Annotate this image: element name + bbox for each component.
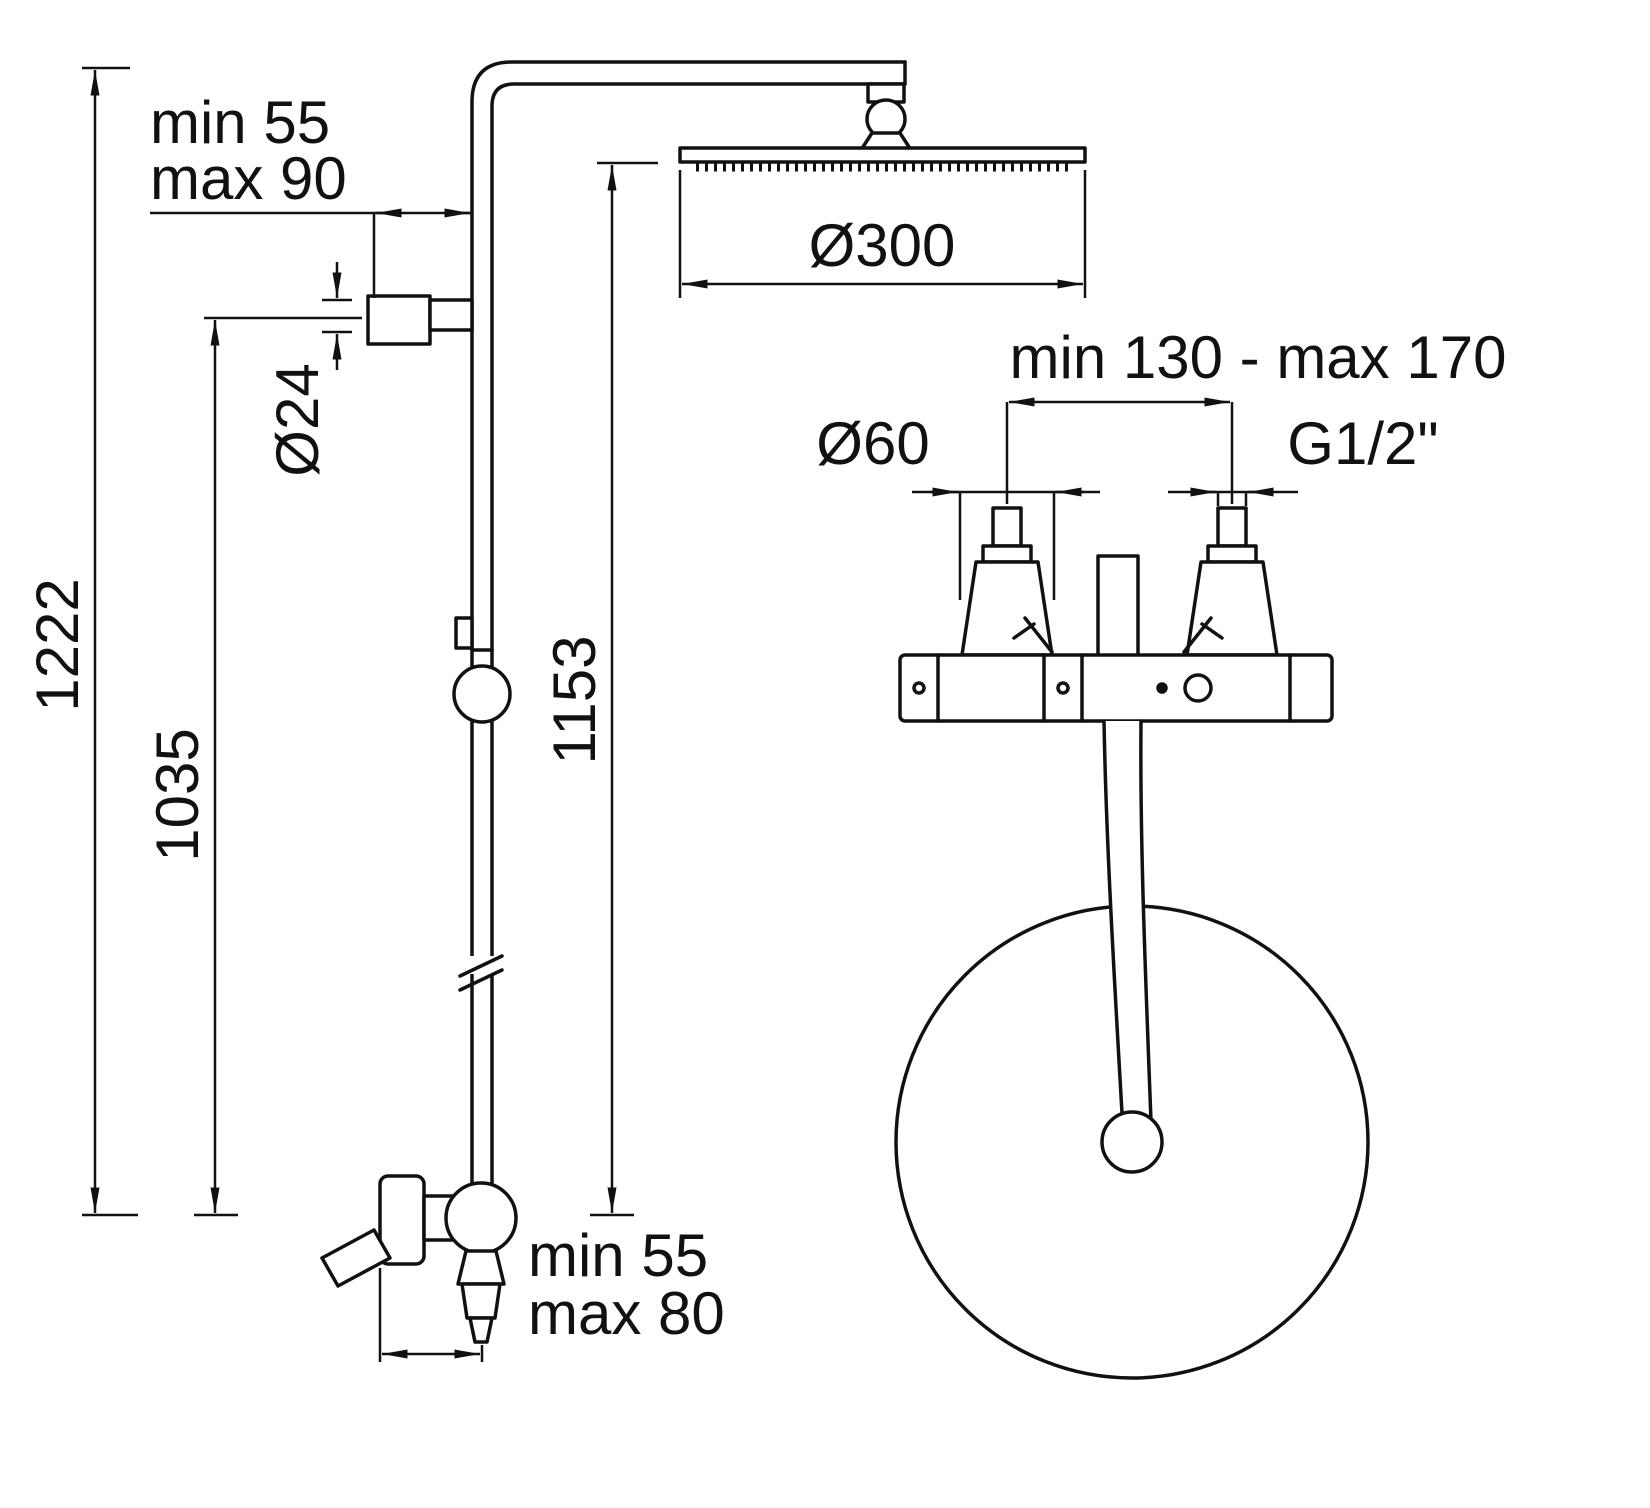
mixer-valve-side bbox=[320, 1174, 518, 1288]
pipe-break bbox=[458, 954, 504, 992]
dim-thread bbox=[1168, 487, 1298, 506]
dim-label-thread: G1/2" bbox=[1287, 410, 1438, 477]
shower-arm-joint bbox=[859, 82, 913, 152]
dim-total-height bbox=[82, 66, 138, 1217]
side-view bbox=[320, 60, 1087, 1344]
dim-label-bottom-offset-min: min 55 bbox=[528, 1222, 708, 1289]
mixer-handle bbox=[320, 1228, 392, 1288]
dim-pipe-diameter bbox=[322, 262, 352, 370]
dim-escutcheon-diameter bbox=[912, 487, 1100, 600]
dim-label-head-height: 1153 bbox=[541, 635, 608, 764]
dim-bottom-offset bbox=[378, 1268, 484, 1362]
hand-shower-holder bbox=[456, 1249, 506, 1344]
dim-label-bottom-offset-max: max 80 bbox=[528, 1280, 725, 1347]
screw-left bbox=[912, 681, 926, 695]
valve-escutcheon-right bbox=[1185, 560, 1279, 657]
shower-head-hub bbox=[1100, 1110, 1164, 1174]
front-view bbox=[894, 506, 1370, 1380]
dim-label-pipe-diameter: Ø24 bbox=[264, 363, 331, 476]
supply-connection-left bbox=[960, 506, 1054, 657]
dim-label-valve-spacing: min 130 - max 170 bbox=[1010, 324, 1507, 391]
dim-head-diameter bbox=[678, 170, 1087, 298]
dim-valve-spacing bbox=[1005, 397, 1234, 504]
valve-marks bbox=[1012, 616, 1224, 654]
dim-label-top-offset-min: min 55 bbox=[150, 89, 330, 156]
dim-label-head-diameter: Ø300 bbox=[809, 212, 956, 279]
indicator-dot bbox=[1156, 682, 1168, 694]
dim-head-height bbox=[590, 161, 658, 1217]
valve-escutcheon-left bbox=[960, 560, 1054, 657]
screw-center bbox=[1056, 681, 1070, 695]
dim-bracket-height bbox=[194, 316, 362, 1217]
dim-label-escutcheon-diameter: Ø60 bbox=[816, 410, 929, 477]
shower-head-side bbox=[678, 146, 1087, 172]
mixer-body bbox=[898, 653, 1334, 723]
dim-top-offset bbox=[150, 208, 472, 298]
riser-pipe bbox=[470, 60, 907, 1258]
shower-arm-front bbox=[1102, 719, 1153, 1123]
dim-label-top-offset-max: max 90 bbox=[150, 145, 347, 212]
wall-bracket bbox=[366, 294, 474, 346]
diverter-knob bbox=[452, 616, 512, 724]
dim-label-bracket-height: 1035 bbox=[144, 728, 211, 861]
dim-label-total-height: 1222 bbox=[24, 578, 91, 711]
outlet-column bbox=[1096, 554, 1140, 658]
temperature-knob bbox=[1183, 673, 1213, 703]
